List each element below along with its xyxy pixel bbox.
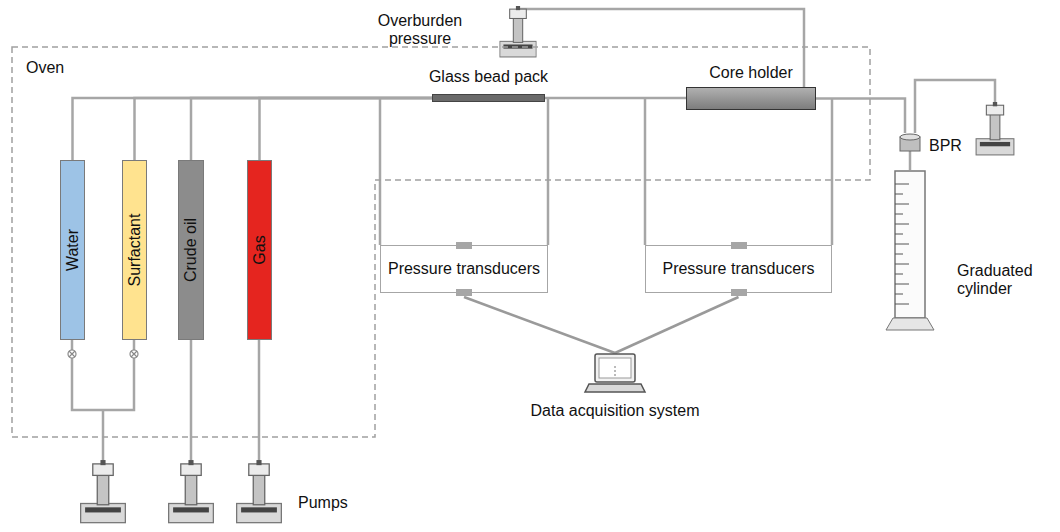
graduated-cylinder-icon [886,318,934,330]
pump-symbol [81,460,126,523]
node-label: Graduated cylinder [957,262,1045,299]
node-label: BPR [929,137,962,155]
pt-node: Pressure transducers [645,245,832,293]
laptop-icon [599,358,631,378]
bead-pack-tube [432,94,545,102]
pump-symbol [976,102,1014,155]
cyl-node: Gas [247,160,272,340]
ob-node: Overburden pressure [372,6,537,60]
node-label: Core holder [709,64,793,82]
node-label: Pressure transducers [388,260,540,278]
pipe-line [380,98,548,245]
sensor-symbol [731,242,747,249]
pipe-line [73,98,433,160]
pump-symbol [499,6,537,58]
pipe-line [816,99,905,134]
sensor-symbol [731,289,747,296]
pump-symbol [169,460,214,523]
sensor-symbol [456,289,472,296]
bpr-node: BPR [899,133,965,155]
supply-wires [72,80,995,462]
laptop-icon [583,352,647,396]
cyl-node: Crude oil [178,160,204,340]
grad-node: Graduated cylinder [885,170,1055,332]
pipe-line [464,297,615,353]
pt-node: Pressure transducers [380,245,548,293]
laptop-icon [585,384,645,392]
tube-node: Glass bead pack [432,68,545,102]
graduated-cylinder-icon [895,171,925,318]
pipe-line [191,98,432,160]
pipe-line [645,99,832,246]
cylinder-label: Water [63,229,81,271]
node-label: Pressure transducers [662,260,814,278]
oven-outline [12,47,870,437]
cylinder-label: Gas [250,235,268,264]
cylinder-label: Crude oil [182,218,200,282]
cyl-node: Surfactant [122,160,147,340]
pump-symbol [237,460,282,523]
laptop-icon [595,354,635,382]
pump-symbol [500,6,536,57]
daq-node: Data acquisition system [490,350,740,422]
region-label: Oven [26,59,64,77]
scale-ticks [895,184,909,304]
core-node: Core holder [686,64,816,110]
pumps-label: Pumps [298,494,348,512]
sensor-symbol [456,242,472,249]
valve-symbols [68,350,138,358]
pipe-line [545,97,686,100]
pipe-line [260,98,433,160]
laptop-icon [615,366,616,378]
node-label: Glass bead pack [429,68,548,86]
cylinder-label: Surfactant [125,214,143,287]
pipe-line [518,9,804,87]
cyl-node: Water [60,160,85,340]
bpr-icon [900,134,920,140]
core-holder-body [686,87,816,110]
node-label: Data acquisition system [531,402,700,420]
node-label: Overburden pressure [372,12,468,49]
pipe-line [615,297,739,353]
pipe-line [909,151,912,170]
bpr-icon [899,133,921,155]
pipe-line [135,98,433,160]
graduated-cylinder-icon [885,170,935,332]
